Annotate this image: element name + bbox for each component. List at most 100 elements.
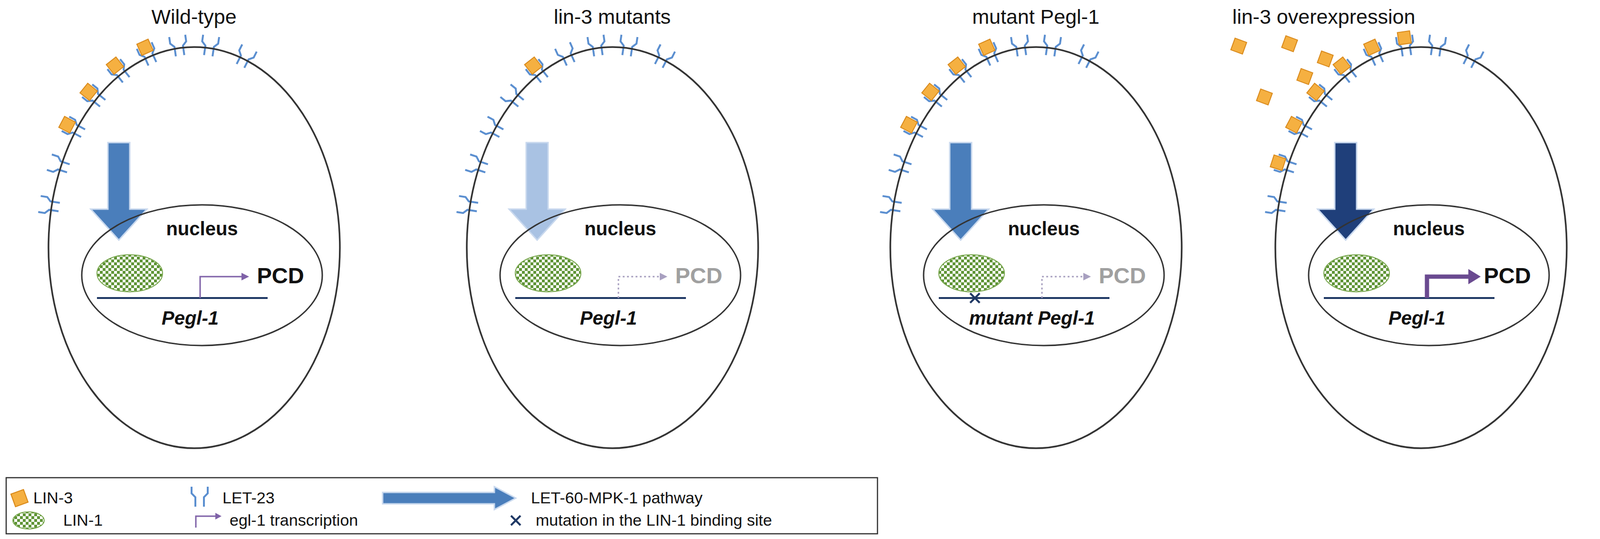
lin1-factor	[1323, 254, 1390, 292]
let23-receptor	[480, 116, 506, 141]
lin3-ligand	[1397, 30, 1412, 45]
let23-receptor	[1331, 55, 1360, 85]
legend-label: mutation in the LIN-1 binding site	[535, 510, 772, 530]
ellipse-outline	[1308, 204, 1550, 346]
lin3-ligand	[79, 83, 98, 101]
pathway-arrow-symbol	[382, 486, 516, 510]
lin3-ligand	[106, 57, 125, 75]
ellipse-outline	[500, 204, 741, 346]
panel-illustration	[1230, 30, 1495, 299]
let23-receptor	[169, 34, 189, 57]
let23-receptor	[1011, 34, 1031, 57]
lin3-ligand	[900, 116, 918, 134]
lin3-ligand	[978, 38, 995, 56]
lin3-ligand	[1296, 68, 1313, 85]
cell-outline: Wild-typenucleusPCDPegl-1	[47, 46, 341, 450]
dna-line	[515, 297, 686, 299]
transcription-arrow	[1426, 276, 1470, 299]
transcription-head	[241, 272, 250, 281]
let23-receptor	[1041, 34, 1061, 57]
let23-receptor	[920, 81, 950, 110]
promoter-label: Pegl-1	[161, 307, 219, 329]
promoter-label: mutant Pegl-1	[969, 307, 1095, 329]
transcription-head	[659, 272, 668, 281]
outcome-label: PCD	[674, 262, 723, 289]
transcription-head	[1468, 269, 1481, 285]
promoter-label: Pegl-1	[579, 307, 637, 329]
let23-receptor	[38, 195, 61, 215]
panel-illustration	[456, 34, 686, 299]
lin1-factor	[515, 254, 581, 292]
panel-title: lin-3 mutants	[553, 5, 671, 29]
lin3-ligand	[1230, 38, 1247, 54]
lin3-ligand	[1306, 83, 1325, 101]
lin3-ligand	[1270, 154, 1286, 171]
lin3-ligand	[524, 57, 543, 75]
lin3-ligand	[921, 83, 940, 101]
legend-swatch	[10, 489, 29, 508]
dna-line	[1323, 297, 1495, 299]
let23-receptor	[1426, 34, 1446, 57]
lin3-ligand	[58, 116, 76, 134]
panel-title: mutant Pegl-1	[972, 5, 1100, 29]
nucleus-outline: nucleusPCDmutant Pegl-1	[922, 203, 1166, 347]
lin3-ligand	[1285, 116, 1303, 134]
promoter-label: Pegl-1	[1388, 307, 1446, 329]
lin3-ligand	[1256, 88, 1273, 105]
let23-receptor	[946, 55, 974, 85]
lin3-ligand	[1363, 38, 1380, 56]
legend-label: LET-60-MPK-1 pathway	[530, 488, 703, 508]
nucleus-label: nucleus	[1007, 217, 1080, 240]
pathway-arrow	[932, 142, 989, 241]
dna-line	[96, 297, 268, 299]
legend-label: egl-1 transcription	[229, 510, 358, 530]
outcome-label: PCD	[1483, 262, 1531, 289]
nucleus-label: nucleus	[165, 217, 238, 240]
transcription-arrow	[200, 276, 243, 299]
receptor-symbol	[191, 486, 208, 507]
let23-receptor	[456, 195, 479, 215]
let23-receptor	[522, 55, 551, 85]
legend-label: LIN-1	[63, 510, 103, 530]
panel-illustration	[38, 34, 268, 299]
transcription-head	[1083, 272, 1091, 281]
let23-receptor	[233, 44, 257, 70]
mutation-x-symbol	[510, 515, 521, 526]
panel-title: lin-3 overexpression	[1232, 5, 1416, 29]
pathway-arrow	[90, 142, 147, 241]
let23-receptor	[200, 34, 220, 57]
lin3-ligand	[136, 38, 154, 56]
let23-receptor	[78, 81, 108, 110]
let23-receptor	[879, 195, 903, 215]
lin3-ligand	[948, 57, 966, 75]
let23-receptor	[1305, 81, 1335, 110]
lin1-symbol	[12, 511, 45, 530]
let23-receptor	[1075, 44, 1099, 70]
transcription-arrow	[1041, 276, 1085, 299]
legend-label: LET-23	[222, 488, 275, 508]
lin3-ligand	[1281, 35, 1298, 52]
transcription-symbol	[195, 512, 222, 528]
panel-title: Wild-type	[151, 5, 237, 29]
outcome-label: PCD	[256, 262, 304, 289]
nucleus-label: nucleus	[584, 217, 656, 240]
let23-receptor	[104, 55, 133, 85]
nucleus-label: nucleus	[1392, 217, 1465, 240]
nucleus-outline: nucleusPCD Pegl-1	[80, 203, 324, 347]
outcome-label: PCD	[1098, 262, 1146, 289]
ellipse-outline	[81, 204, 323, 346]
legend-box	[6, 477, 878, 534]
ellipse-outline	[466, 47, 759, 449]
let23-receptor	[1264, 195, 1288, 215]
lin1-factor	[96, 254, 163, 292]
let23-receptor	[1460, 44, 1484, 70]
mutation-x	[970, 293, 980, 303]
ellipse-outline	[1275, 47, 1567, 449]
nucleus-outline: nucleusPCD Pegl-1	[1307, 203, 1551, 347]
cell-outline: lin-3 overexpressionnucleusPCDPegl-1	[1274, 46, 1568, 450]
pathway-arrow	[1317, 142, 1374, 241]
dna-line	[938, 297, 1110, 299]
cell-outline: lin-3 mutantsnucleusPCDPegl-1	[465, 46, 760, 450]
lin3-ligand	[1317, 50, 1333, 67]
